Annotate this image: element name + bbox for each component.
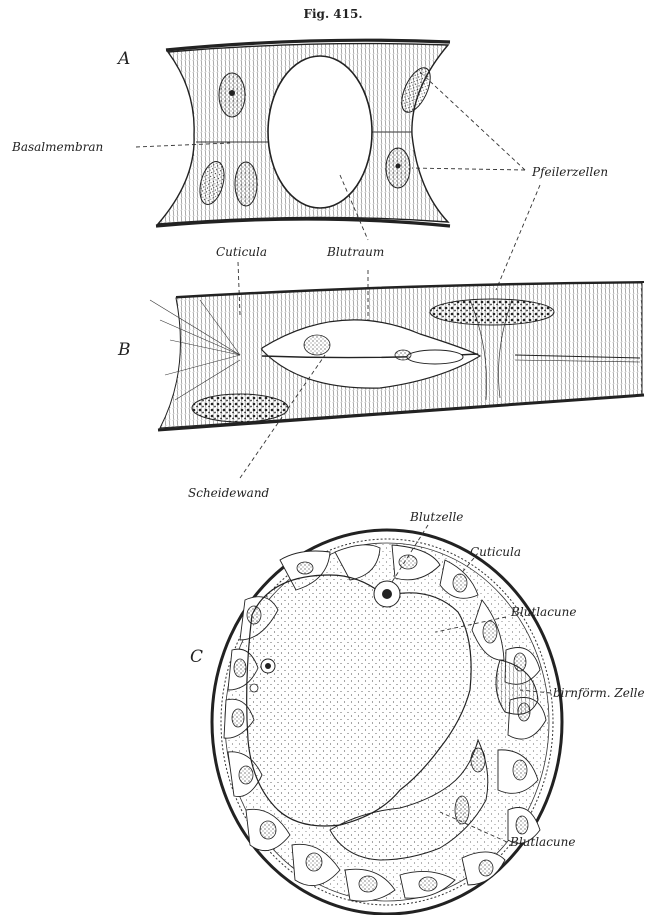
label-basalmembran: Basalmembran <box>11 140 103 154</box>
label-blutzelle: Blutzelle <box>409 510 463 524</box>
label-pfeilerzellen: Pfeilerzellen <box>531 165 608 179</box>
panel-c: C <box>190 510 645 914</box>
leader-pfeilerzellen-2 <box>412 168 525 170</box>
panel-a-blood-space <box>268 56 372 208</box>
label-blutlacune-top: Blutlacune <box>510 605 576 619</box>
label-blutlacune-bottom: Blutlacune <box>509 835 575 849</box>
panel-b: B Scheidewand <box>117 282 644 500</box>
panel-b-letter: B <box>117 340 131 360</box>
label-cuticula-c: Cuticula <box>470 545 521 559</box>
panel-a-letter: A <box>116 49 130 69</box>
label-birnform-zelle: birnförm. Zelle <box>553 686 645 700</box>
panel-b-granular-cell-bottom <box>192 394 288 422</box>
leader-pfeilerzellen-1 <box>420 72 525 170</box>
panel-c-letter: C <box>190 647 203 667</box>
figure-number: Fig. 415. <box>303 7 362 21</box>
panel-b-granular-cell-top <box>430 299 554 325</box>
leader-pfeilerzellen-3 <box>496 185 540 290</box>
label-cuticula-a: Cuticula <box>216 245 267 259</box>
label-scheidewand: Scheidewand <box>188 486 270 500</box>
label-blutraum: Blutraum <box>326 245 384 259</box>
